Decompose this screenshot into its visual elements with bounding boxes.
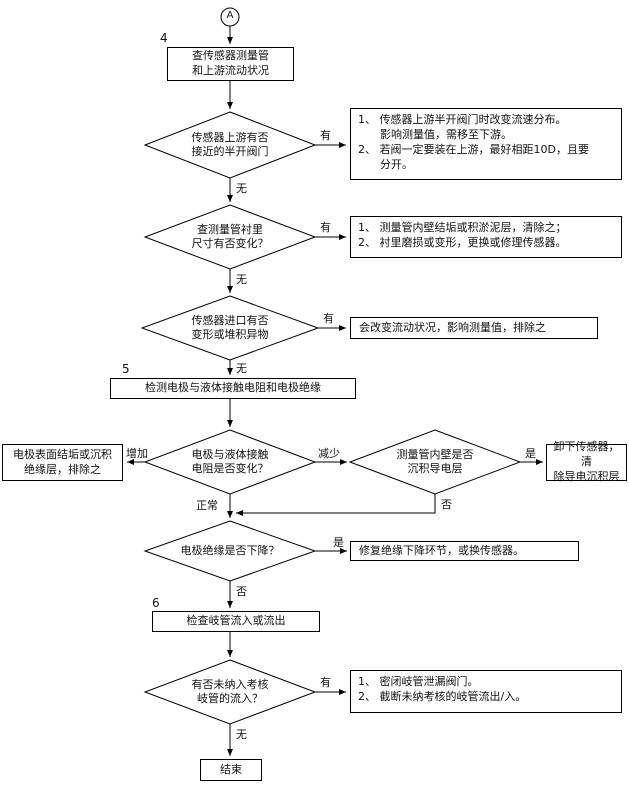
branch-no-d5: 否 <box>441 498 452 511</box>
branch-decrease-d4: 减少 <box>318 447 340 460</box>
branch-yes-d1: 有 <box>320 129 331 142</box>
decision-manifold-inflow-shape <box>143 659 317 725</box>
branch-no-d3: 无 <box>236 362 247 375</box>
action-lining-size: 1、 测量管内壁结垢或积淤泥层，清除之； 2、 衬里磨损或变形，更换或修理传感器… <box>350 216 622 258</box>
action-manifold: 1、 密闭岐管泄漏阀门。 2、 截断未纳考核的岐管流出/入。 <box>350 670 622 713</box>
branch-yes-d5: 是 <box>525 447 536 460</box>
branch-yes-d7: 有 <box>320 676 331 689</box>
decision-insulation-drop-shape <box>143 520 317 582</box>
section-6-label: 6 <box>152 596 160 610</box>
branch-normal-d4: 正常 <box>196 499 218 512</box>
action-inlet-deform: 会改变流动状况，影响测量值，排除之 <box>350 317 598 339</box>
section-5-label: 5 <box>122 362 130 376</box>
decision-conductive-layer-shape <box>348 429 522 495</box>
decision-upstream-valve-shape <box>143 111 317 179</box>
process-test-electrode: 检测电极与液体接触电阻和电极绝缘 <box>110 378 356 399</box>
arrow-d5-no-return <box>236 494 436 516</box>
branch-no-d7: 无 <box>236 728 247 741</box>
process-check-manifold: 检查岐管流入或流出 <box>152 611 320 632</box>
branch-yes-d2: 有 <box>320 221 331 234</box>
branch-no-d2: 无 <box>236 273 247 286</box>
action-electrode-scale: 电极表面结垢或沉积 绝缘层，排除之 <box>2 444 123 481</box>
action-upstream-valve: 1、 传感器上游半开阀门时改变流速分布。 影响测量值，需移至下游。 2、 若阀一… <box>350 108 622 180</box>
action-remove-sensor: 卸下传感器，清 除导电沉积层 <box>546 440 627 483</box>
branch-no-d6: 否 <box>236 585 247 598</box>
decision-contact-resistance-shape <box>143 429 317 495</box>
branch-no-d1: 无 <box>236 182 247 195</box>
terminator-end: 结束 <box>200 759 262 781</box>
process-check-sensor-tube: 查传感器测量管 和上游流动状况 <box>167 47 294 81</box>
connector-a-label: A <box>226 10 234 21</box>
decision-lining-size-shape <box>143 204 317 270</box>
decision-inlet-deform-shape <box>140 295 320 361</box>
section-4-label: 4 <box>160 31 168 45</box>
branch-yes-d6: 是 <box>333 536 344 549</box>
action-repair-insulation: 修复绝缘下降环节，或换传感器。 <box>350 541 579 561</box>
branch-increase-d4: 增加 <box>126 447 148 460</box>
branch-yes-d3: 有 <box>323 312 334 325</box>
